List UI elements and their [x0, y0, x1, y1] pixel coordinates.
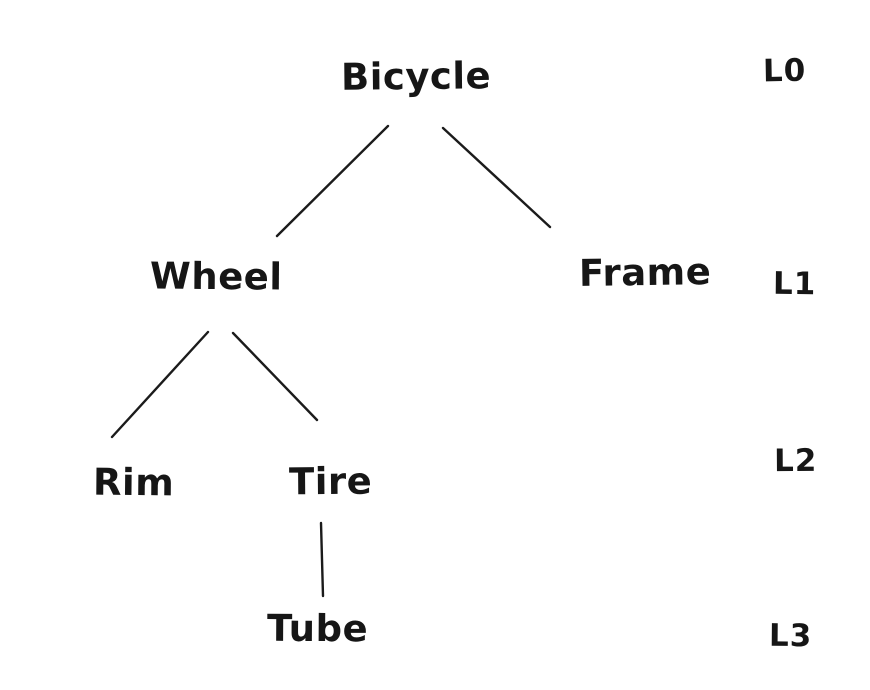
- edge-tire-tube: [319, 521, 325, 598]
- edge-bicycle-frame: [441, 126, 552, 229]
- level-label-l0: L0: [762, 52, 807, 90]
- level-label-l2: L2: [773, 442, 818, 480]
- node-tube: Tube: [266, 606, 369, 651]
- node-wheel: Wheel: [149, 254, 283, 299]
- edge-wheel-tire: [231, 331, 319, 422]
- node-tire: Tire: [288, 459, 373, 504]
- node-rim: Rim: [92, 460, 175, 505]
- level-label-l3: L3: [768, 617, 813, 655]
- edge-wheel-rim: [110, 330, 210, 439]
- edge-bicycle-wheel: [275, 124, 390, 238]
- node-bicycle: Bicycle: [340, 54, 492, 99]
- node-frame: Frame: [578, 250, 712, 295]
- level-label-l1: L1: [772, 265, 817, 303]
